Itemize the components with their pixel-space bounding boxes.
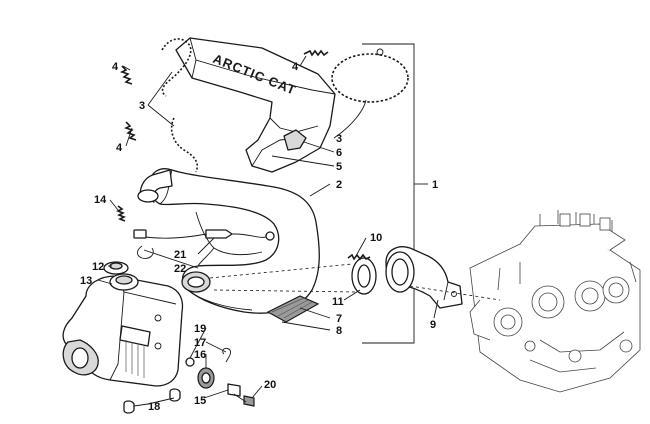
callout-4-top-center: 4 [292, 61, 299, 73]
callout-15: 15 [194, 395, 206, 407]
spring-mid-left [123, 121, 137, 141]
shield-vent-icon [283, 129, 307, 151]
callout-2: 2 [336, 179, 342, 191]
callout-4-mid-left: 4 [116, 142, 123, 154]
heat-shield: ARCTIC CAT [175, 37, 336, 173]
strap-clamp-left [161, 38, 199, 173]
callout-18: 18 [148, 401, 160, 413]
spring-top-left [119, 65, 133, 85]
spacer-15 [227, 383, 241, 397]
callout-22: 22 [174, 263, 186, 275]
clip-17 [222, 347, 231, 363]
gasket-ring [351, 257, 377, 295]
callout-20: 20 [264, 379, 276, 391]
callout-8: 8 [336, 325, 342, 337]
temp-sensor-wire [133, 229, 275, 259]
muffler-label-plate [119, 325, 151, 347]
nut-20 [243, 395, 255, 407]
spring-14 [116, 205, 126, 222]
callout-4-top-left: 4 [112, 61, 119, 73]
callout-6: 6 [336, 147, 342, 159]
callout-16: 16 [194, 349, 206, 361]
mount-hardware [123, 347, 255, 414]
callout-10: 10 [370, 232, 382, 244]
strap-clamp-right [331, 48, 409, 103]
spring-top-center [303, 49, 329, 57]
callout-7: 7 [336, 313, 342, 325]
callout-21: 21 [174, 249, 186, 261]
leader-lines [97, 55, 439, 407]
callout-14: 14 [94, 194, 107, 206]
mount-foot-18b [169, 388, 181, 402]
spring-10 [347, 253, 371, 261]
muffler [62, 273, 184, 387]
exhaust-manifold [385, 246, 463, 309]
engine-block [469, 210, 641, 393]
grommet-12 [103, 261, 129, 275]
mount-foot-18a [123, 400, 135, 414]
callout-12: 12 [92, 261, 104, 273]
callout-11: 11 [332, 296, 344, 308]
callout-1: 1 [432, 179, 438, 191]
callout-13: 13 [80, 275, 92, 287]
washer-19 [185, 357, 195, 367]
callout-19: 19 [194, 323, 206, 335]
callout-3-left: 3 [139, 100, 145, 112]
callout-3-right: 3 [336, 133, 342, 145]
expansion-chamber [137, 168, 320, 323]
assembly-bracket [362, 43, 428, 344]
callout-labels: 1 2 3 3 4 4 4 5 6 7 8 9 10 11 12 13 14 1… [80, 61, 438, 413]
pipe-mesh-guard [266, 295, 320, 323]
callout-5: 5 [336, 161, 342, 173]
callout-17: 17 [194, 337, 206, 349]
callout-9: 9 [430, 319, 436, 331]
